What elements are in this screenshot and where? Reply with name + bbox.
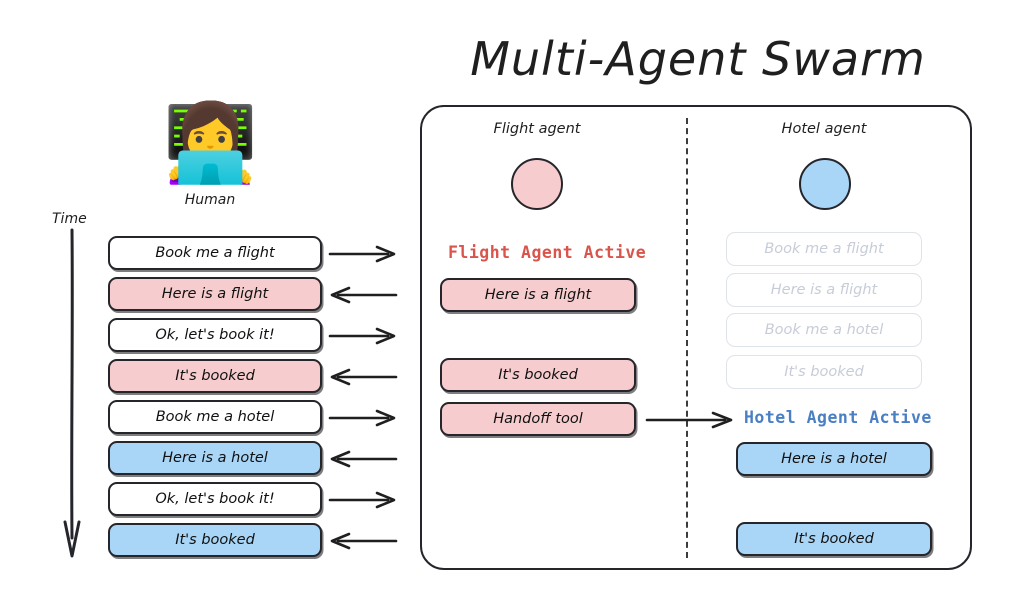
message-arrow-right xyxy=(328,400,402,441)
hotel-agent-message: It's booked xyxy=(736,522,932,556)
hotel-agent-ghost-message: Here is a flight xyxy=(726,273,922,307)
flight-agent-avatar-icon xyxy=(511,158,563,210)
conversation-message-label: It's booked xyxy=(175,368,255,384)
conversation-message: Book me a flight xyxy=(108,236,322,270)
human-avatar-icon: 👩‍💻 xyxy=(163,98,258,187)
hotel-agent-message-label: Here is a hotel xyxy=(781,451,887,467)
message-arrow-left xyxy=(328,277,402,318)
agent-divider xyxy=(686,118,688,558)
conversation-message: Here is a hotel xyxy=(108,441,322,475)
conversation-message-label: Book me a hotel xyxy=(155,409,275,425)
conversation-message-label: Ok, let's book it! xyxy=(155,491,275,507)
hotel-agent-ghost-message: It's booked xyxy=(726,355,922,389)
time-arrow-icon xyxy=(63,228,81,558)
hotel-agent-ghost-message-label: Here is a flight xyxy=(770,282,878,298)
conversation-message: Here is a flight xyxy=(108,277,322,311)
human-label: Human xyxy=(184,192,236,208)
conversation-message: Book me a hotel xyxy=(108,400,322,434)
conversation-message-label: Ok, let's book it! xyxy=(155,327,275,343)
message-arrow-left xyxy=(328,523,402,564)
hotel-agent-ghost-message: Book me a flight xyxy=(726,232,922,266)
conversation-message: It's booked xyxy=(108,523,322,557)
message-arrow-left xyxy=(328,441,402,482)
hotel-agent-ghost-message: Book me a hotel xyxy=(726,313,922,347)
message-direction-arrows xyxy=(328,236,402,564)
conversation-message: Ok, let's book it! xyxy=(108,318,322,352)
hotel-agent-status: Hotel Agent Active xyxy=(744,408,932,427)
hotel-agent-heading: Hotel agent xyxy=(781,121,867,137)
message-arrow-right xyxy=(328,236,402,277)
flight-agent-status: Flight Agent Active xyxy=(448,243,647,262)
conversation-message-label: Book me a flight xyxy=(155,245,275,261)
hotel-agent-message: Here is a hotel xyxy=(736,442,932,476)
hotel-agent-ghost-message-label: It's booked xyxy=(784,364,864,380)
handoff-arrow-icon xyxy=(645,411,733,429)
flight-agent-message: Here is a flight xyxy=(440,278,636,312)
hotel-agent-avatar-icon xyxy=(799,158,851,210)
hotel-agent-message-label: It's booked xyxy=(794,531,874,547)
conversation-message-label: Here is a flight xyxy=(161,286,269,302)
time-axis-label: Time xyxy=(52,211,87,227)
flight-agent-heading: Flight agent xyxy=(493,121,581,137)
message-arrow-left xyxy=(328,359,402,400)
flight-agent-message: It's booked xyxy=(440,358,636,392)
message-arrow-right xyxy=(328,482,402,523)
flight-agent-message-label: It's booked xyxy=(498,367,578,383)
flight-agent-message: Handoff tool xyxy=(440,402,636,436)
conversation-message-label: Here is a hotel xyxy=(162,450,268,466)
conversation-message: It's booked xyxy=(108,359,322,393)
flight-agent-message-label: Handoff tool xyxy=(493,411,583,427)
hotel-agent-ghost-message-label: Book me a hotel xyxy=(764,322,884,338)
flight-agent-message-label: Here is a flight xyxy=(484,287,592,303)
message-arrow-right xyxy=(328,318,402,359)
conversation-message: Ok, let's book it! xyxy=(108,482,322,516)
hotel-agent-ghost-message-label: Book me a flight xyxy=(764,241,884,257)
conversation-message-label: It's booked xyxy=(175,532,255,548)
page-title: Multi-Agent Swarm xyxy=(470,32,926,86)
